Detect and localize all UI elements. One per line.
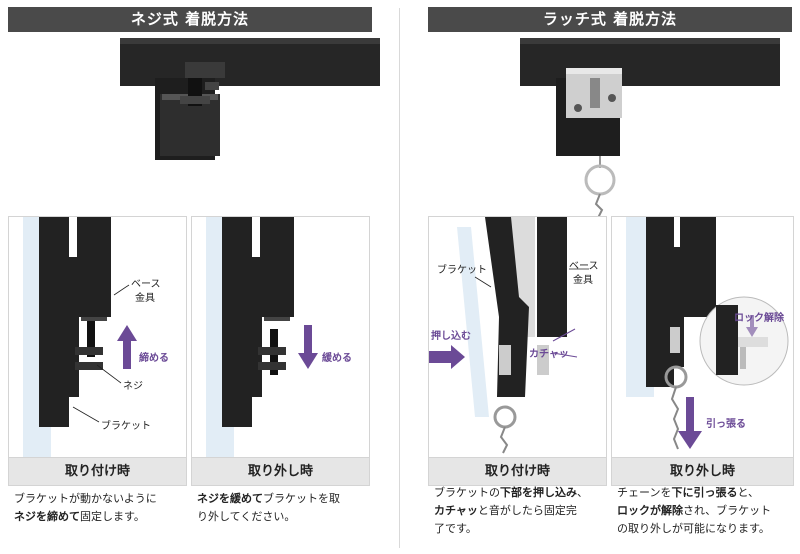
label-unlock: ロック解除 [734,311,785,324]
label-tighten: 締める [139,351,169,364]
label-base-2: 金具 [573,273,593,286]
label-screw: ネジ [123,380,143,392]
label-click: カチャッ [529,348,569,360]
latch-detach-panel: ロック解除 引っ張る [611,216,794,458]
left-section-title: ネジ式 着脱方法 [8,7,372,32]
latch-detach-description: チェーンを下に引っ張ると、 ロックが解除され、ブラケット の取り外しが可能になり… [617,486,772,535]
label-bracket: ブラケット [437,263,487,276]
center-divider [399,8,400,548]
label-loosen: 緩める [322,351,352,364]
screw-attach-panel: ベース 金具 締める ネジ ブラケット [8,216,187,458]
latch-attach-description: ブラケットの下部を押し込み、 カチャッと音がしたら固定完 了です。 [434,486,588,535]
label-pull: 引っ張る [706,417,746,430]
latch-attach-panel: ブラケット ベース 金具 押し込む カチャッ [428,216,607,458]
latch-detach-caption: 取り外し時 [611,457,794,486]
screw-attach-caption: 取り付け時 [8,457,187,486]
label-base-2: 金具 [135,291,155,304]
screw-detach-description: ネジを緩めてブラケットを取 り外してください。 [197,492,340,523]
latch-attach-caption: 取り付け時 [428,457,607,486]
label-base: ベース [569,260,599,272]
screw-mount-illustration [120,38,380,160]
right-section-title: ラッチ式 着脱方法 [428,7,792,32]
label-base: ベース [131,278,161,290]
screw-detach-panel: 緩める [191,216,370,458]
label-push: 押し込む [431,329,471,342]
screw-detach-caption: 取り外し時 [191,457,370,486]
latch-mount-illustration [520,38,780,218]
label-bracket: ブラケット [101,419,151,432]
screw-attach-description: ブラケットが動かないように ネジを締めて固定します。 [14,492,157,523]
